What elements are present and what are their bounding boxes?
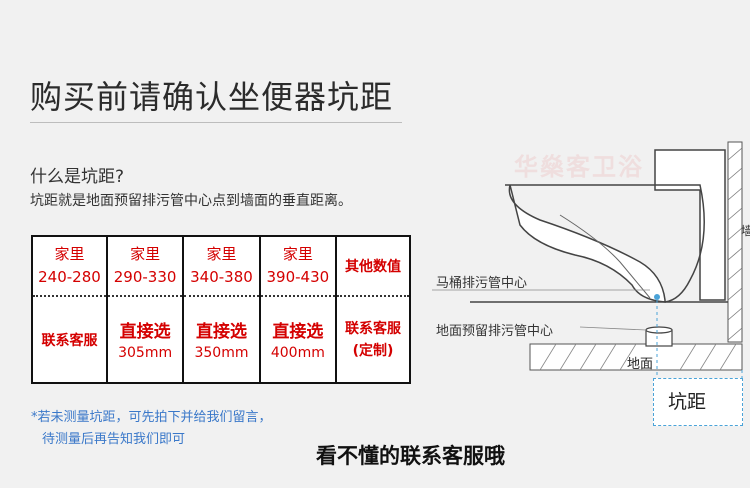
- toilet-tank: [654, 149, 726, 301]
- watermark: 华燊客卫浴: [514, 153, 644, 181]
- label-pit-distance: 坑距: [668, 391, 707, 413]
- wall-hatch: [727, 147, 743, 341]
- trapway: [559, 214, 651, 299]
- table-cell-choice-2: 直接选 305mm: [105, 296, 184, 383]
- question-heading: 什么是坑距?: [30, 167, 125, 187]
- label-toilet-drain-center: 马桶排污管中心: [436, 276, 528, 291]
- table-cell-choice-3: 直接选 350mm: [182, 296, 260, 383]
- drain-pipe-top: [645, 326, 673, 334]
- page-title: 购买前请确认坐便器坑距: [30, 78, 394, 116]
- contact-service-text: 看不懂的联系客服哦: [316, 444, 505, 468]
- table-row-range: 家里 240-280 家里 290-330 家里 340-380 家里 390-…: [31, 236, 410, 297]
- table-cell-choice-4: 直接选 400mm: [258, 296, 337, 383]
- definition-text: 坑距就是地面预留排污管中心点到墙面的垂直距离。: [30, 193, 352, 209]
- title-divider: [30, 122, 402, 123]
- table-cell-choice-other: 联系客服 (定制): [335, 296, 410, 383]
- table-cell-range-1: 家里 240-280: [31, 236, 107, 297]
- table-cell-range-2: 家里 290-330: [105, 236, 184, 297]
- toilet-bowl: [508, 184, 666, 303]
- drain-pipe: [645, 329, 673, 347]
- table-cell-choice-1: 联系客服: [31, 296, 107, 383]
- drain-center-dot: [654, 294, 660, 300]
- toilet-body: [505, 184, 705, 303]
- leader-floor-drain: [579, 326, 647, 331]
- table-cell-range-other: 其他数值: [335, 236, 410, 297]
- table-cell-range-4: 家里 390-430: [258, 236, 337, 297]
- label-wall: 墙: [741, 224, 750, 238]
- table-row-choice: 联系客服 直接选 305mm 直接选 350mm 直接选 400mm 联系客服 …: [31, 296, 410, 383]
- label-ground: 地面: [627, 357, 654, 372]
- wall: [727, 141, 743, 343]
- pit-distance-table: 家里 240-280 家里 290-330 家里 340-380 家里 390-…: [31, 235, 411, 384]
- measure-note-line1: *若未测量坑距，可先拍下并给我们留言，: [31, 410, 272, 425]
- pit-distance-box: [653, 378, 743, 426]
- measure-note-line2: 待测量后再告知我们即可: [42, 432, 186, 447]
- table-cell-range-3: 家里 340-380: [182, 236, 260, 297]
- label-floor-drain-center: 地面预留排污管中心: [436, 324, 554, 339]
